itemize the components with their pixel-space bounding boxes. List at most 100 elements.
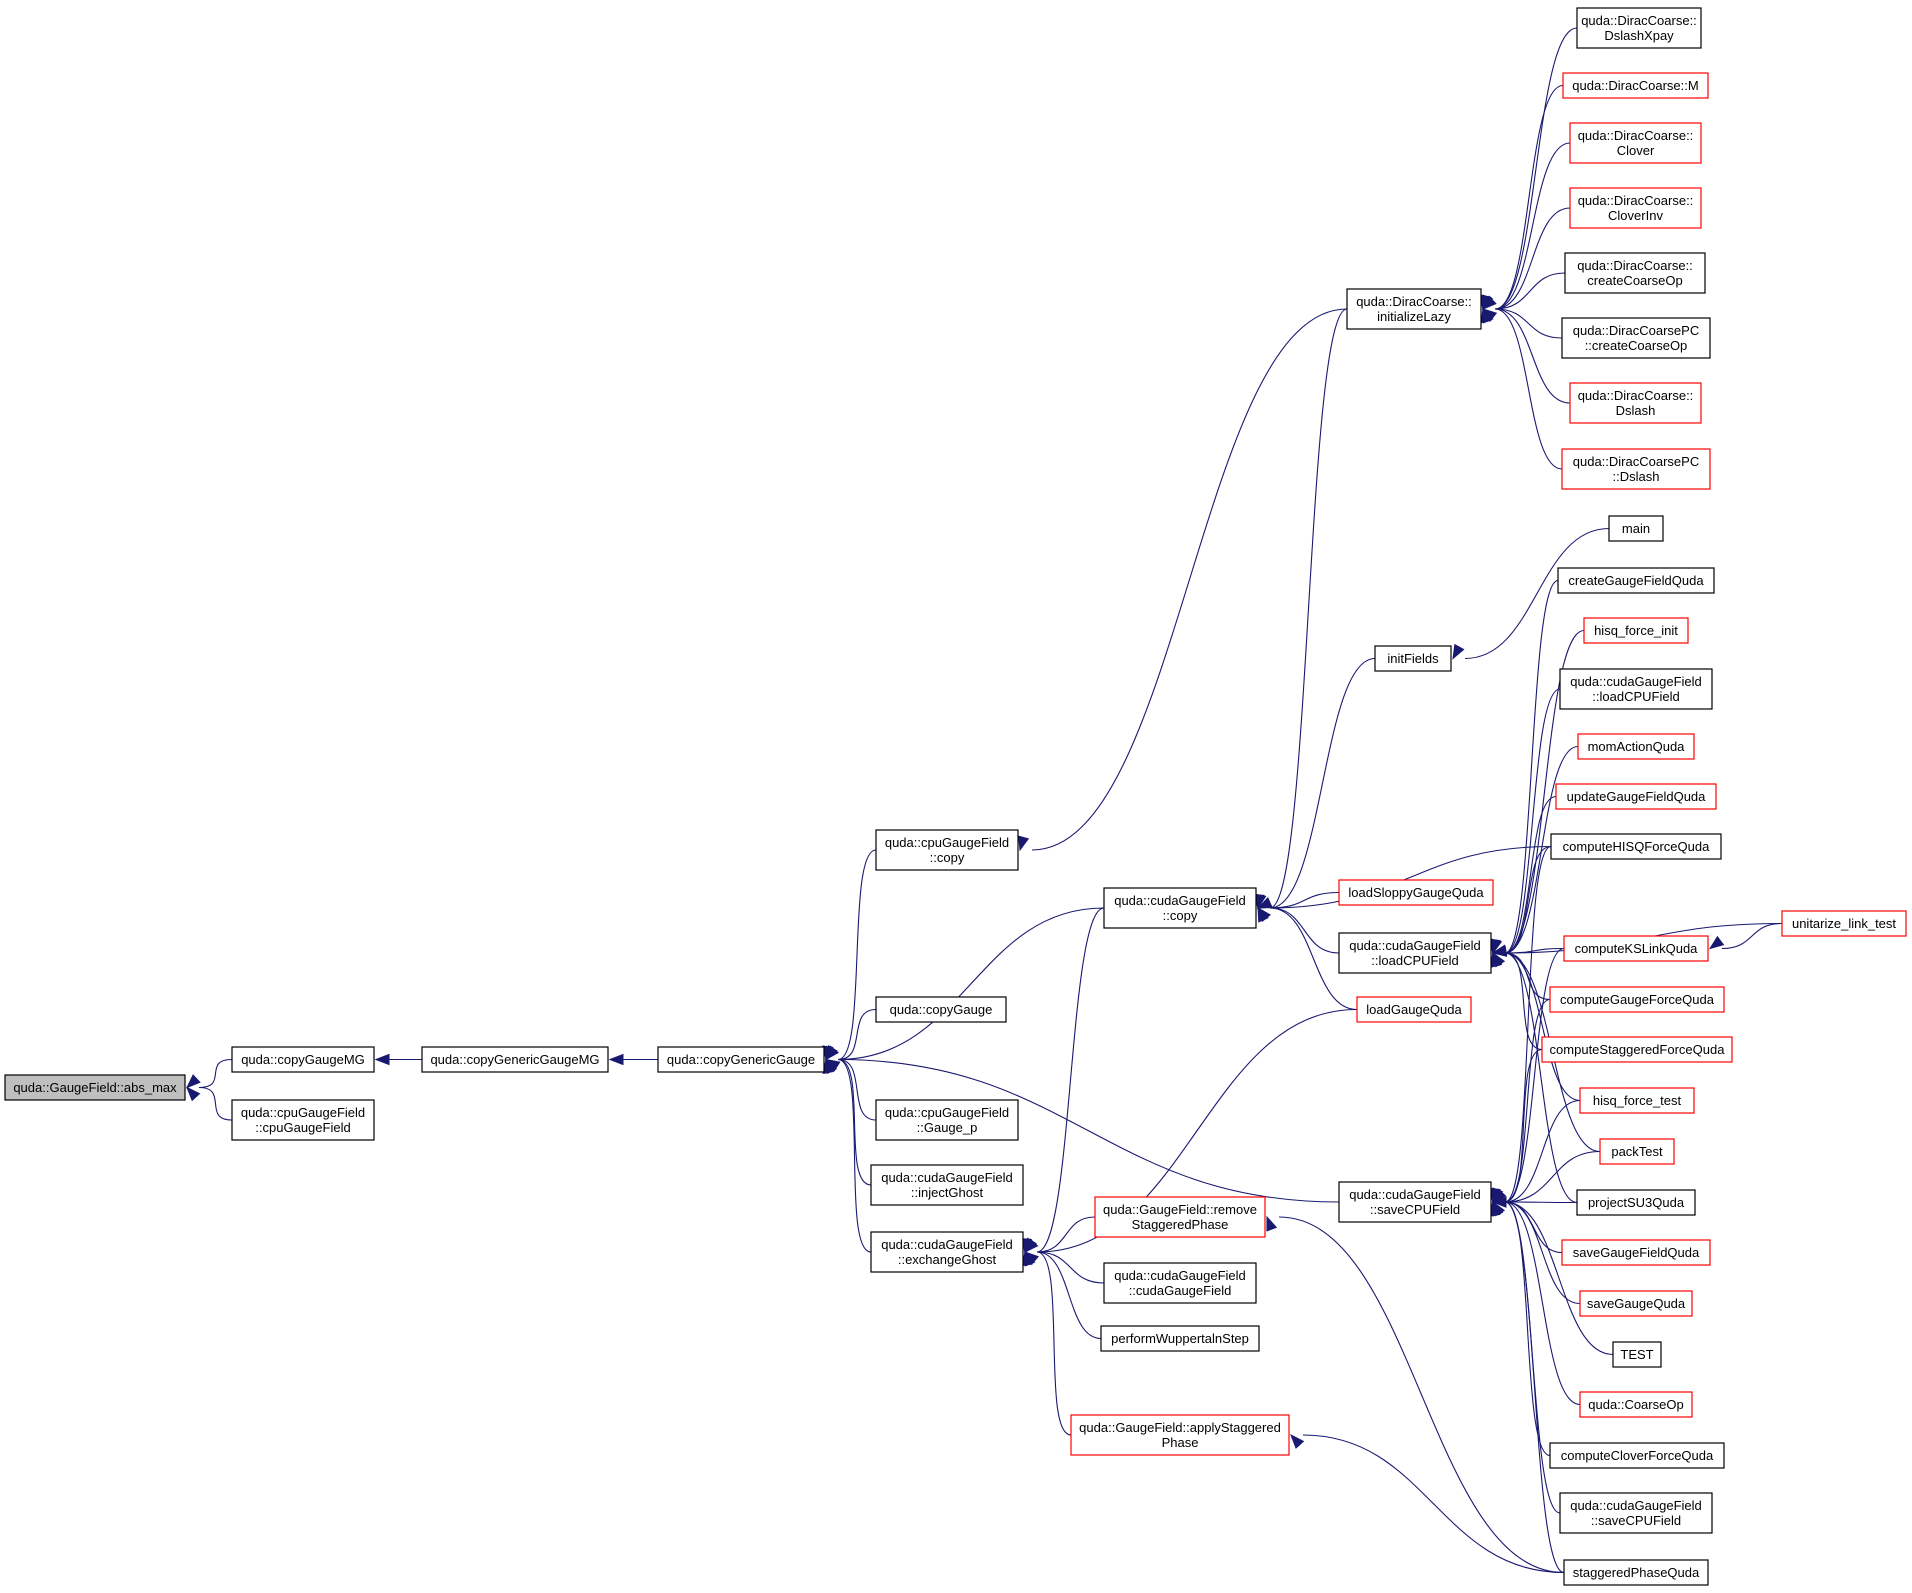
node-label: performWuppertalnStep xyxy=(1111,1331,1249,1346)
node-cpu-g-f-ctor[interactable]: quda::cpuGaugeField::cpuGaugeField xyxy=(231,1099,375,1141)
node-dc-clover-inv[interactable]: quda::DiracCoarse::CloverInv xyxy=(1569,187,1702,229)
node-box xyxy=(870,1164,1024,1206)
node-dc-create[interactable]: quda::DiracCoarse::createCoarseOp xyxy=(1564,252,1706,294)
node-dc-dslash[interactable]: quda::DiracCoarse::Dslash xyxy=(1569,382,1702,424)
node-hisq-init[interactable]: hisq_force_init xyxy=(1583,617,1689,644)
node-save-gauge[interactable]: saveGaugeQuda xyxy=(1579,1290,1693,1317)
node-dcpc-create[interactable]: quda::DiracCoarsePC::createCoarseOp xyxy=(1561,317,1711,359)
node-wuppertal[interactable]: performWuppertalnStep xyxy=(1100,1325,1260,1352)
node-dc-clover[interactable]: quda::DiracCoarse::Clover xyxy=(1569,122,1702,164)
node-box xyxy=(1559,668,1713,710)
node-cpu-g-f-copy[interactable]: quda::cpuGaugeField::copy xyxy=(875,829,1019,871)
node-copy-gauge-m-g[interactable]: quda::copyGaugeMG xyxy=(231,1046,375,1073)
arrowhead xyxy=(1255,893,1267,910)
node-label: ::exchangeGhost xyxy=(898,1252,997,1267)
edge-line xyxy=(1504,629,1585,954)
node-load-c-p-u[interactable]: quda::cudaGaugeField::loadCPUField xyxy=(1338,932,1492,974)
edge-line xyxy=(1504,795,1557,954)
node-stag-force[interactable]: computeStaggeredForceQuda xyxy=(1541,1036,1733,1063)
edge-line xyxy=(1504,845,1552,1203)
edge-copy-gauge-m-g-to-copy-generic-gauge-m-g xyxy=(374,1053,422,1066)
edge-cuda-g-f-copy-to-load-c-p-u xyxy=(1257,906,1340,954)
node-box xyxy=(1338,1181,1492,1223)
node-label: quda::DiracCoarsePC xyxy=(1573,454,1699,469)
node-create-g-f[interactable]: createGaugeFieldQuda xyxy=(1557,567,1715,594)
node-mom-action[interactable]: momActionQuda xyxy=(1577,733,1695,760)
node-box xyxy=(1781,910,1907,937)
edge-line xyxy=(1504,1201,1551,1457)
edge-save-c-p-u-to-hisq-test xyxy=(1492,1099,1581,1204)
arrowhead xyxy=(825,1044,838,1061)
node-update-g-f[interactable]: updateGaugeFieldQuda xyxy=(1555,783,1717,810)
node-hisq-test[interactable]: hisq_force_test xyxy=(1579,1087,1695,1114)
node-ks-link[interactable]: computeKSLinkQuda xyxy=(1563,935,1709,962)
node-label: Phase xyxy=(1162,1435,1199,1450)
node-label: projectSU3Quda xyxy=(1588,1195,1685,1210)
node-box xyxy=(1338,932,1492,974)
arrowhead xyxy=(1018,835,1030,852)
node-load-gauge-quda[interactable]: loadGaugeQuda xyxy=(1356,996,1472,1023)
edge-copy-generic-gauge-to-save-c-p-u xyxy=(824,1058,1340,1203)
node-box xyxy=(657,1046,825,1073)
node-label: quda::copyGenericGauge xyxy=(667,1052,815,1067)
node-unitarize[interactable]: unitarize_link_test xyxy=(1781,910,1907,937)
node-label: quda::DiracCoarse:: xyxy=(1578,128,1694,143)
node-label: createGaugeFieldQuda xyxy=(1568,573,1704,588)
node-label: ::copy xyxy=(1163,908,1198,923)
node-stag-phase[interactable]: staggeredPhaseQuda xyxy=(1563,1559,1709,1586)
edge-line xyxy=(837,849,877,1061)
node-box xyxy=(1564,252,1706,294)
node-label: hisq_force_test xyxy=(1593,1093,1682,1108)
node-test[interactable]: TEST xyxy=(1612,1341,1662,1368)
arrowhead xyxy=(1480,307,1492,324)
edge-line xyxy=(1504,1201,1578,1204)
node-label: loadGaugeQuda xyxy=(1366,1002,1462,1017)
node-inject-ghost[interactable]: quda::cudaGaugeField::injectGhost xyxy=(870,1164,1024,1206)
node-clover-force[interactable]: computeCloverForceQuda xyxy=(1549,1442,1725,1469)
node-gauge-p[interactable]: quda::cpuGaugeField::Gauge_p xyxy=(875,1099,1019,1141)
node-dslash-xpay[interactable]: quda::DiracCoarse::DslashXpay xyxy=(1576,7,1702,49)
node-copy-generic-gauge[interactable]: quda::copyGenericGauge xyxy=(657,1046,825,1073)
node-label: ::injectGhost xyxy=(911,1185,984,1200)
edge-abs-max-to-cpu-g-f-ctor xyxy=(186,1086,233,1121)
edge-init-lazy-to-dcpc-create xyxy=(1481,308,1563,339)
node-init-lazy[interactable]: quda::DiracCoarse::initializeLazy xyxy=(1346,288,1482,330)
node-cuda-g-f-ctor[interactable]: quda::cudaGaugeField::cudaGaugeField xyxy=(1103,1262,1257,1304)
arrowhead xyxy=(608,1053,624,1066)
node-init-fields[interactable]: initFields xyxy=(1374,645,1452,672)
node-label: ::Dslash xyxy=(1613,469,1660,484)
node-save-g-f[interactable]: saveGaugeFieldQuda xyxy=(1561,1239,1711,1266)
node-box xyxy=(1103,887,1257,929)
arrowhead xyxy=(1256,897,1273,909)
edge-load-c-p-u-to-hisq-force-quda xyxy=(1491,845,1552,955)
node-main[interactable]: main xyxy=(1608,515,1664,542)
node-pack-test[interactable]: packTest xyxy=(1599,1138,1675,1165)
edge-init-lazy-to-dc-dslash xyxy=(1482,307,1571,404)
node-dcpc-dslash[interactable]: quda::DiracCoarsePC::Dslash xyxy=(1561,448,1711,490)
node-cuda-g-f-copy[interactable]: quda::cudaGaugeField::copy xyxy=(1103,887,1257,929)
edge-line xyxy=(1269,308,1348,909)
node-label: quda::cpuGaugeField xyxy=(885,1105,1009,1120)
node-label: ::Gauge_p xyxy=(917,1120,978,1135)
node-coarse-op[interactable]: quda::CoarseOp xyxy=(1579,1391,1693,1418)
node-dc-m[interactable]: quda::DiracCoarse::M xyxy=(1562,72,1709,99)
node-abs-max[interactable]: quda::GaugeField::abs_max xyxy=(4,1074,186,1101)
edge-line xyxy=(1494,272,1566,310)
node-save-c-p-u2[interactable]: quda::cudaGaugeField::saveCPUField xyxy=(1559,1492,1713,1534)
edge-exchange-ghost-to-cuda-g-f-copy xyxy=(1020,907,1105,1254)
node-copy-generic-gauge-m-g[interactable]: quda::copyGenericGaugeMG xyxy=(421,1046,609,1073)
node-exchange-ghost[interactable]: quda::cudaGaugeField::exchangeGhost xyxy=(870,1231,1024,1273)
node-copy-gauge[interactable]: quda::copyGauge xyxy=(875,996,1007,1023)
edge-abs-max-to-copy-gauge-m-g xyxy=(185,1058,233,1089)
node-load-sloppy[interactable]: loadSloppyGaugeQuda xyxy=(1338,879,1494,906)
edge-copy-generic-gauge-to-exchange-ghost xyxy=(822,1058,872,1253)
node-save-c-p-u[interactable]: quda::cudaGaugeField::saveCPUField xyxy=(1338,1181,1492,1223)
node-gauge-force[interactable]: computeGaugeForceQuda xyxy=(1549,986,1725,1013)
node-load-c-p-u2[interactable]: quda::cudaGaugeField::loadCPUField xyxy=(1559,668,1713,710)
edge-line xyxy=(1494,308,1563,470)
node-project-s-u3[interactable]: projectSU3Quda xyxy=(1576,1189,1696,1216)
node-hisq-force-quda[interactable]: computeHISQForceQuda xyxy=(1550,833,1722,860)
